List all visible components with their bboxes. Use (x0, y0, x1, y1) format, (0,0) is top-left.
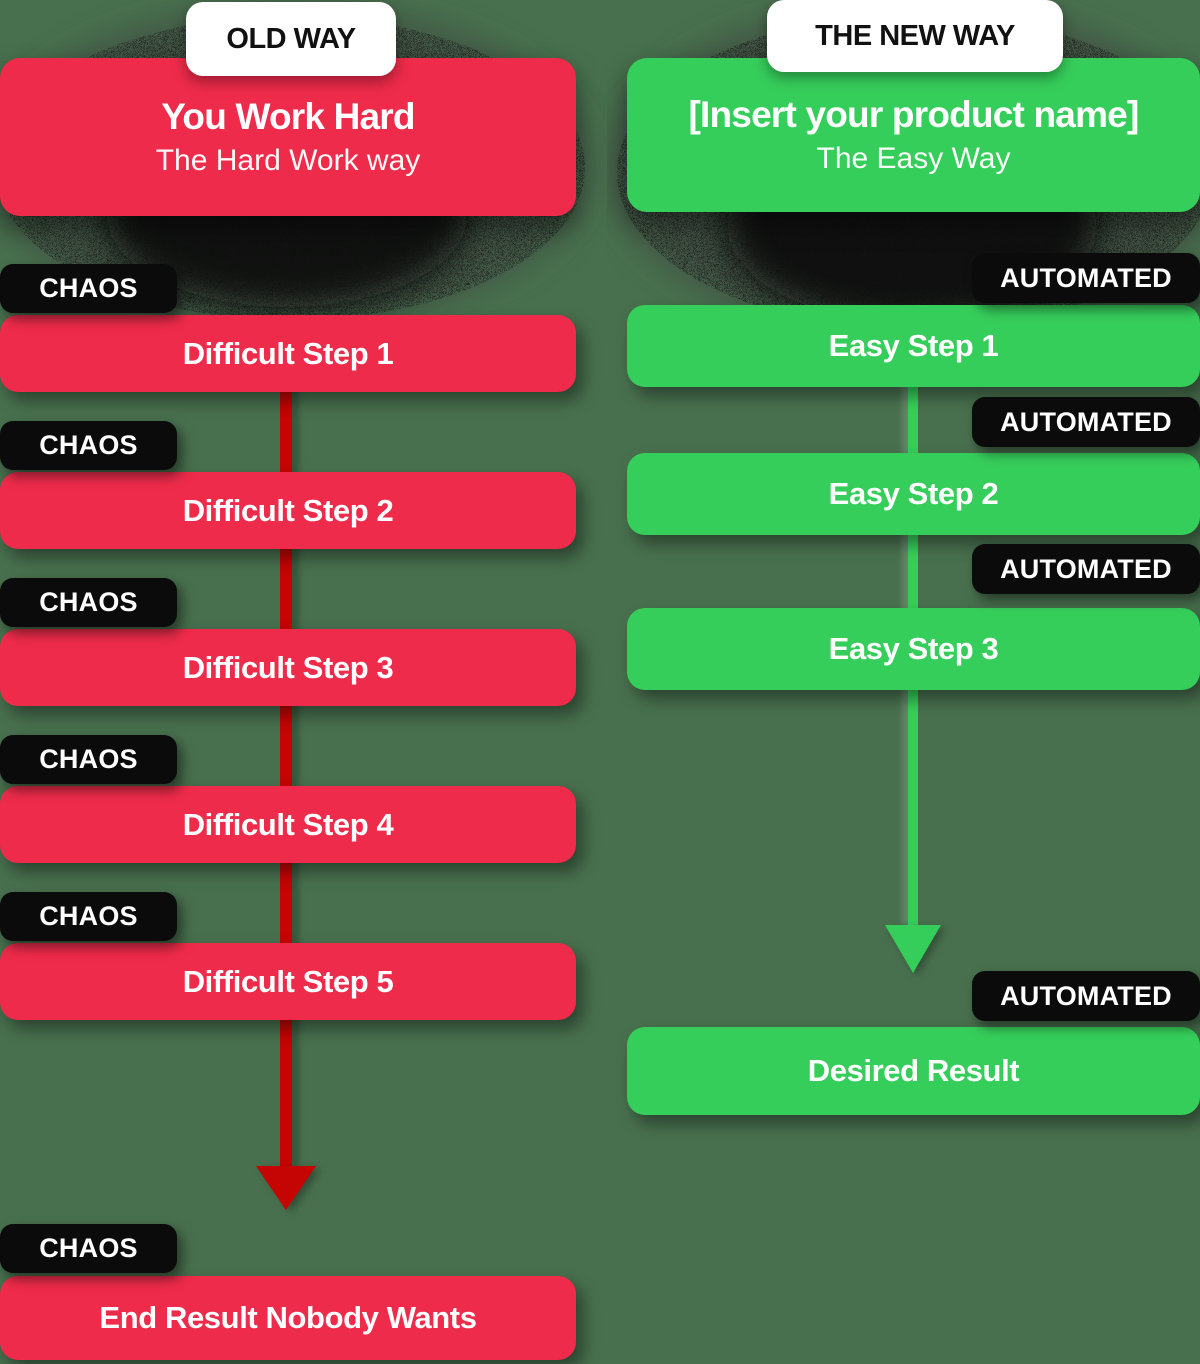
chaos-badge-label: CHAOS (39, 744, 138, 774)
automated-badge: AUTOMATED (972, 544, 1200, 594)
new-way-column: [Insert your product name] The Easy Way … (610, 0, 1200, 1364)
old-way-title: You Work Hard (161, 95, 415, 137)
old-way-subtitle: The Hard Work way (155, 144, 421, 178)
old-way-header-card: You Work Hard The Hard Work way (0, 58, 576, 216)
step-box: Difficult Step 5 (0, 943, 576, 1020)
old-way-column: You Work Hard The Hard Work way OLD WAY … (0, 0, 590, 1364)
chaos-badge: CHAOS (0, 1224, 177, 1273)
chaos-badge-label: CHAOS (39, 587, 138, 617)
new-way-tag: THE NEW WAY (767, 0, 1063, 72)
chaos-badge: CHAOS (0, 421, 177, 470)
chaos-badge: CHAOS (0, 264, 177, 313)
chaos-badge: CHAOS (0, 735, 177, 784)
end-result-box: End Result Nobody Wants (0, 1276, 576, 1360)
automated-badge: AUTOMATED (972, 397, 1200, 447)
chaos-badge: CHAOS (0, 892, 177, 941)
step-box: Difficult Step 4 (0, 786, 576, 863)
step-box: Difficult Step 2 (0, 472, 576, 549)
chaos-badge-label: CHAOS (39, 430, 138, 460)
desired-result-box: Desired Result (627, 1027, 1200, 1115)
chaos-badge-label: CHAOS (39, 273, 138, 303)
chaos-badge: CHAOS (0, 578, 177, 627)
chaos-badge-label: CHAOS (39, 1233, 138, 1263)
new-way-header-card: [Insert your product name] The Easy Way (627, 58, 1200, 212)
step-box: Difficult Step 3 (0, 629, 576, 706)
new-way-title: [Insert your product name] (688, 93, 1140, 135)
step-box: Difficult Step 1 (0, 315, 576, 392)
new-way-tag-label: THE NEW WAY (815, 19, 1015, 52)
automated-badge-label: AUTOMATED (1000, 553, 1172, 584)
down-arrow-icon (256, 1166, 316, 1210)
chaos-badge-label: CHAOS (39, 901, 138, 931)
old-way-tag: OLD WAY (186, 2, 396, 76)
step-box: Easy Step 2 (627, 453, 1200, 535)
step-box: Easy Step 3 (627, 608, 1200, 690)
down-arrow-icon (885, 925, 941, 973)
automated-badge: AUTOMATED (972, 971, 1200, 1021)
automated-badge: AUTOMATED (972, 253, 1200, 303)
automated-badge-label: AUTOMATED (1000, 980, 1172, 1011)
new-way-subtitle: The Easy Way (816, 142, 1011, 176)
automated-badge-label: AUTOMATED (1000, 406, 1172, 437)
automated-badge-label: AUTOMATED (1000, 262, 1172, 293)
step-box: Easy Step 1 (627, 305, 1200, 387)
old-way-tag-label: OLD WAY (226, 22, 356, 55)
